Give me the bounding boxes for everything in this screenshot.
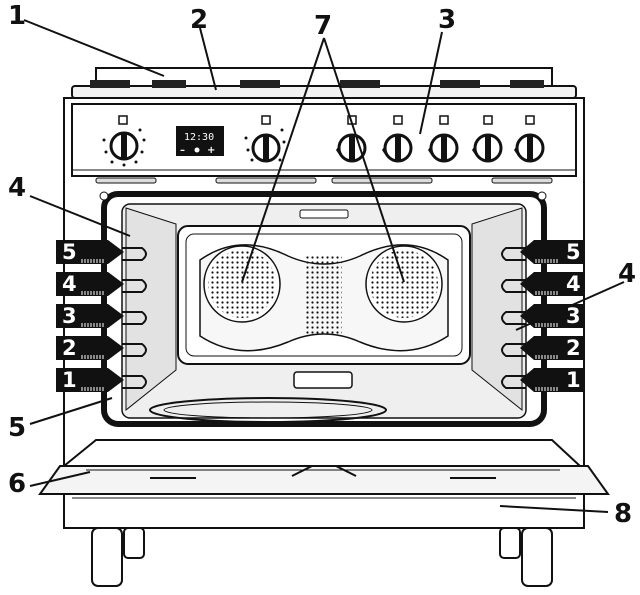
shelf-rail-right-2: [501, 343, 526, 357]
shelf-level-label-right-3: 3: [566, 304, 581, 328]
shelf-level-label-left-4: 4: [62, 272, 77, 296]
shelf-rail-left-5: [122, 247, 147, 261]
shelf-arrow-left-3: [56, 304, 124, 328]
shelf-arrow-left-5: [56, 240, 124, 264]
shelf-rails-left: [122, 247, 147, 389]
burner-knob-4[interactable]: [472, 115, 503, 163]
shelf-rail-right-4: [501, 279, 526, 293]
center-perforations: [306, 256, 342, 334]
callout-leaders: [23, 19, 625, 513]
shelf-level-label-right-4: 4: [566, 272, 581, 296]
callout-1-label: 1: [8, 1, 26, 31]
control-panel: 12:30 – +: [71, 103, 577, 177]
callout-4-label-left: 4: [8, 173, 26, 203]
shelf-arrow-left-2: [56, 336, 124, 360]
shelf-rail-right-3: [501, 311, 526, 325]
shelf-level-label-left-5: 5: [62, 240, 77, 264]
shelf-level-marker-left-3: 3: [56, 304, 124, 328]
callout-6-label: 6: [8, 469, 26, 499]
oven-floor-element: [149, 397, 387, 423]
storage-drawer[interactable]: [63, 493, 585, 529]
clock-minus-label: –: [180, 145, 185, 156]
clock-display: 12:30 – +: [176, 126, 224, 156]
shelf-rail-right-1: [501, 375, 526, 389]
callout-8-label: 8: [614, 499, 632, 529]
shelf-level-marker-left-1: 1: [56, 368, 124, 392]
callout-7-label: 7: [314, 11, 332, 41]
shelf-level-marker-right-1: 1: [520, 368, 584, 392]
shelf-arrow-right-2: [520, 336, 584, 360]
shelf-level-label-left-2: 2: [62, 336, 77, 360]
callout-2-label: 2: [190, 5, 208, 35]
callout-labels: 1 2 3 4 4 5 6 7 8: [8, 1, 636, 529]
oven-door[interactable]: [38, 439, 610, 495]
shelf-arrow-right-1: [520, 368, 584, 392]
burner-knob-2[interactable]: [382, 115, 413, 163]
fan-cover-left: [203, 245, 281, 323]
shelf-level-label-left-1: 1: [62, 368, 77, 392]
shelf-level-marker-left-2: 2: [56, 336, 124, 360]
door-handle[interactable]: [291, 465, 357, 477]
shelf-arrow-right-4: [520, 272, 584, 296]
shelf-level-marker-right-2: 2: [520, 336, 584, 360]
burner-knob-5[interactable]: [514, 115, 545, 163]
shelf-level-marker-right-5: 5: [520, 240, 584, 264]
shelf-rail-left-2: [122, 343, 147, 357]
shelf-level-label-left-3: 3: [62, 304, 77, 328]
hob: [71, 67, 577, 99]
shelf-level-label-right-2: 2: [566, 336, 581, 360]
fan-cover-right: [365, 245, 443, 323]
shelf-arrow-left-4: [56, 272, 124, 296]
shelf-arrow-left-1: [56, 368, 124, 392]
shelf-level-markers-right: 5 4 3 2 1: [520, 240, 584, 392]
adjustable-feet: [91, 527, 553, 587]
shelf-level-markers-left: 5 4 3 2 1: [56, 240, 124, 392]
knob-row: [102, 115, 545, 167]
shelf-level-marker-left-4: 4: [56, 272, 124, 296]
shelf-level-marker-right-4: 4: [520, 272, 584, 296]
shelf-rail-left-3: [122, 311, 147, 325]
thermostat-knob[interactable]: [244, 115, 286, 163]
shelf-rail-left-4: [122, 279, 147, 293]
vent-slots: [95, 177, 553, 184]
clock-time: 12:30: [184, 132, 214, 143]
callout-4-label-right: 4: [618, 259, 636, 289]
shelf-rail-right-5: [501, 247, 526, 261]
clock-plus-label: +: [207, 145, 215, 156]
shelf-rails-right: [501, 247, 526, 389]
oven-function-knob[interactable]: [102, 115, 146, 167]
burner-knob-3[interactable]: [428, 115, 459, 163]
oven-cavity: [99, 191, 547, 427]
shelf-level-marker-left-5: 5: [56, 240, 124, 264]
callout-5-label: 5: [8, 413, 26, 443]
shelf-arrow-right-5: [520, 240, 584, 264]
shelf-level-label-right-1: 1: [566, 368, 581, 392]
shelf-level-label-right-5: 5: [566, 240, 581, 264]
shelf-rail-left-1: [122, 375, 147, 389]
callout-3-label: 3: [438, 5, 456, 35]
clock-set-button[interactable]: [194, 147, 200, 153]
